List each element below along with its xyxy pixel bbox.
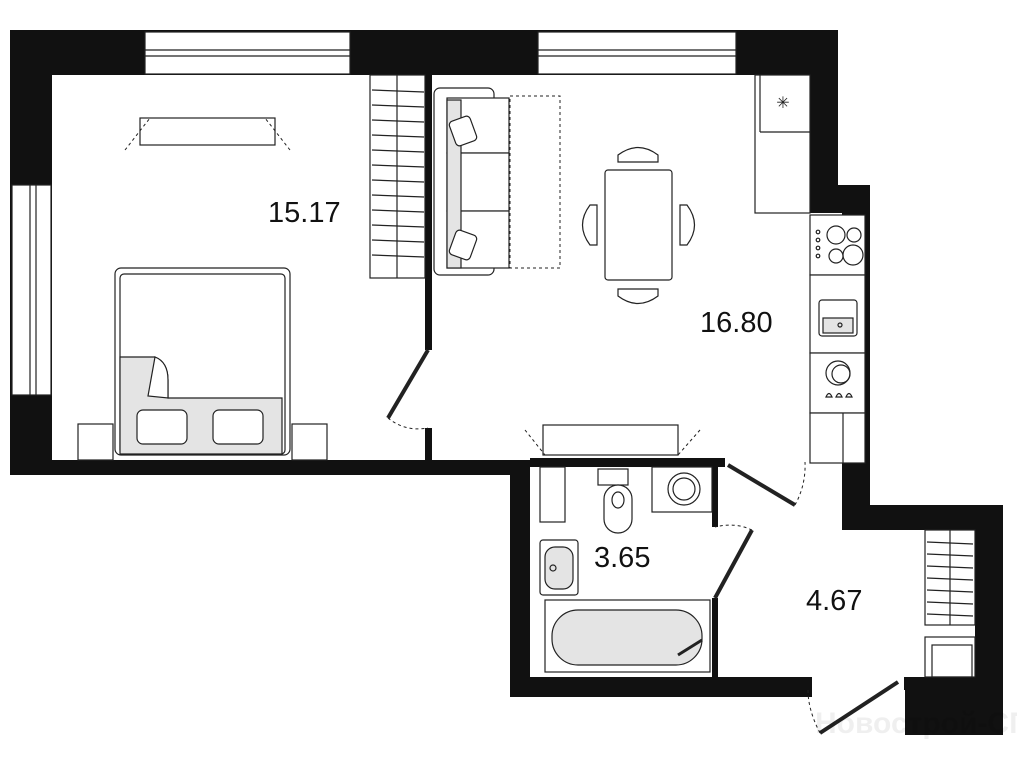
window-left <box>11 184 52 396</box>
bathroom-sink <box>539 539 579 596</box>
bathroom-wall <box>712 598 718 678</box>
hob <box>809 214 866 276</box>
nightstand <box>77 423 114 461</box>
sofa <box>433 87 561 276</box>
room-area-bathroom: 3.65 <box>594 542 650 574</box>
fridge: ✳ <box>754 74 811 214</box>
tv-unit <box>124 117 291 151</box>
pillow-icon <box>212 409 264 445</box>
dishwasher <box>809 352 866 414</box>
room-area-hallway: 4.67 <box>806 585 862 617</box>
watermark: Новострой-СПб <box>815 707 1017 740</box>
hall-door[interactable] <box>726 461 806 507</box>
kitchen-cabinet <box>809 412 866 464</box>
bath-cabinet <box>539 466 566 523</box>
room-area-living-kitchen: 16.80 <box>700 307 773 339</box>
bathroom-wall <box>712 467 718 527</box>
kitchen-sink <box>809 274 866 354</box>
window-top-left <box>144 31 351 75</box>
entrance-door[interactable] <box>807 680 900 735</box>
bathroom-wall <box>530 458 725 467</box>
hood-shelf <box>524 424 701 456</box>
dining-table <box>581 146 696 305</box>
pillow-icon <box>136 409 188 445</box>
partition-wall <box>425 75 432 350</box>
room-area-bedroom: 15.17 <box>268 197 341 229</box>
window-top-right <box>537 31 737 75</box>
wardrobe <box>369 74 426 279</box>
partition-wall <box>425 428 432 460</box>
bedroom-door[interactable] <box>386 348 430 430</box>
washing-machine <box>651 466 713 513</box>
bathtub <box>544 599 711 673</box>
toilet <box>597 468 633 534</box>
svg-text:✳: ✳ <box>776 93 789 112</box>
hall-wardrobe <box>924 529 976 678</box>
bathroom-door[interactable] <box>713 524 754 599</box>
nightstand <box>291 423 328 461</box>
bed <box>114 267 291 456</box>
